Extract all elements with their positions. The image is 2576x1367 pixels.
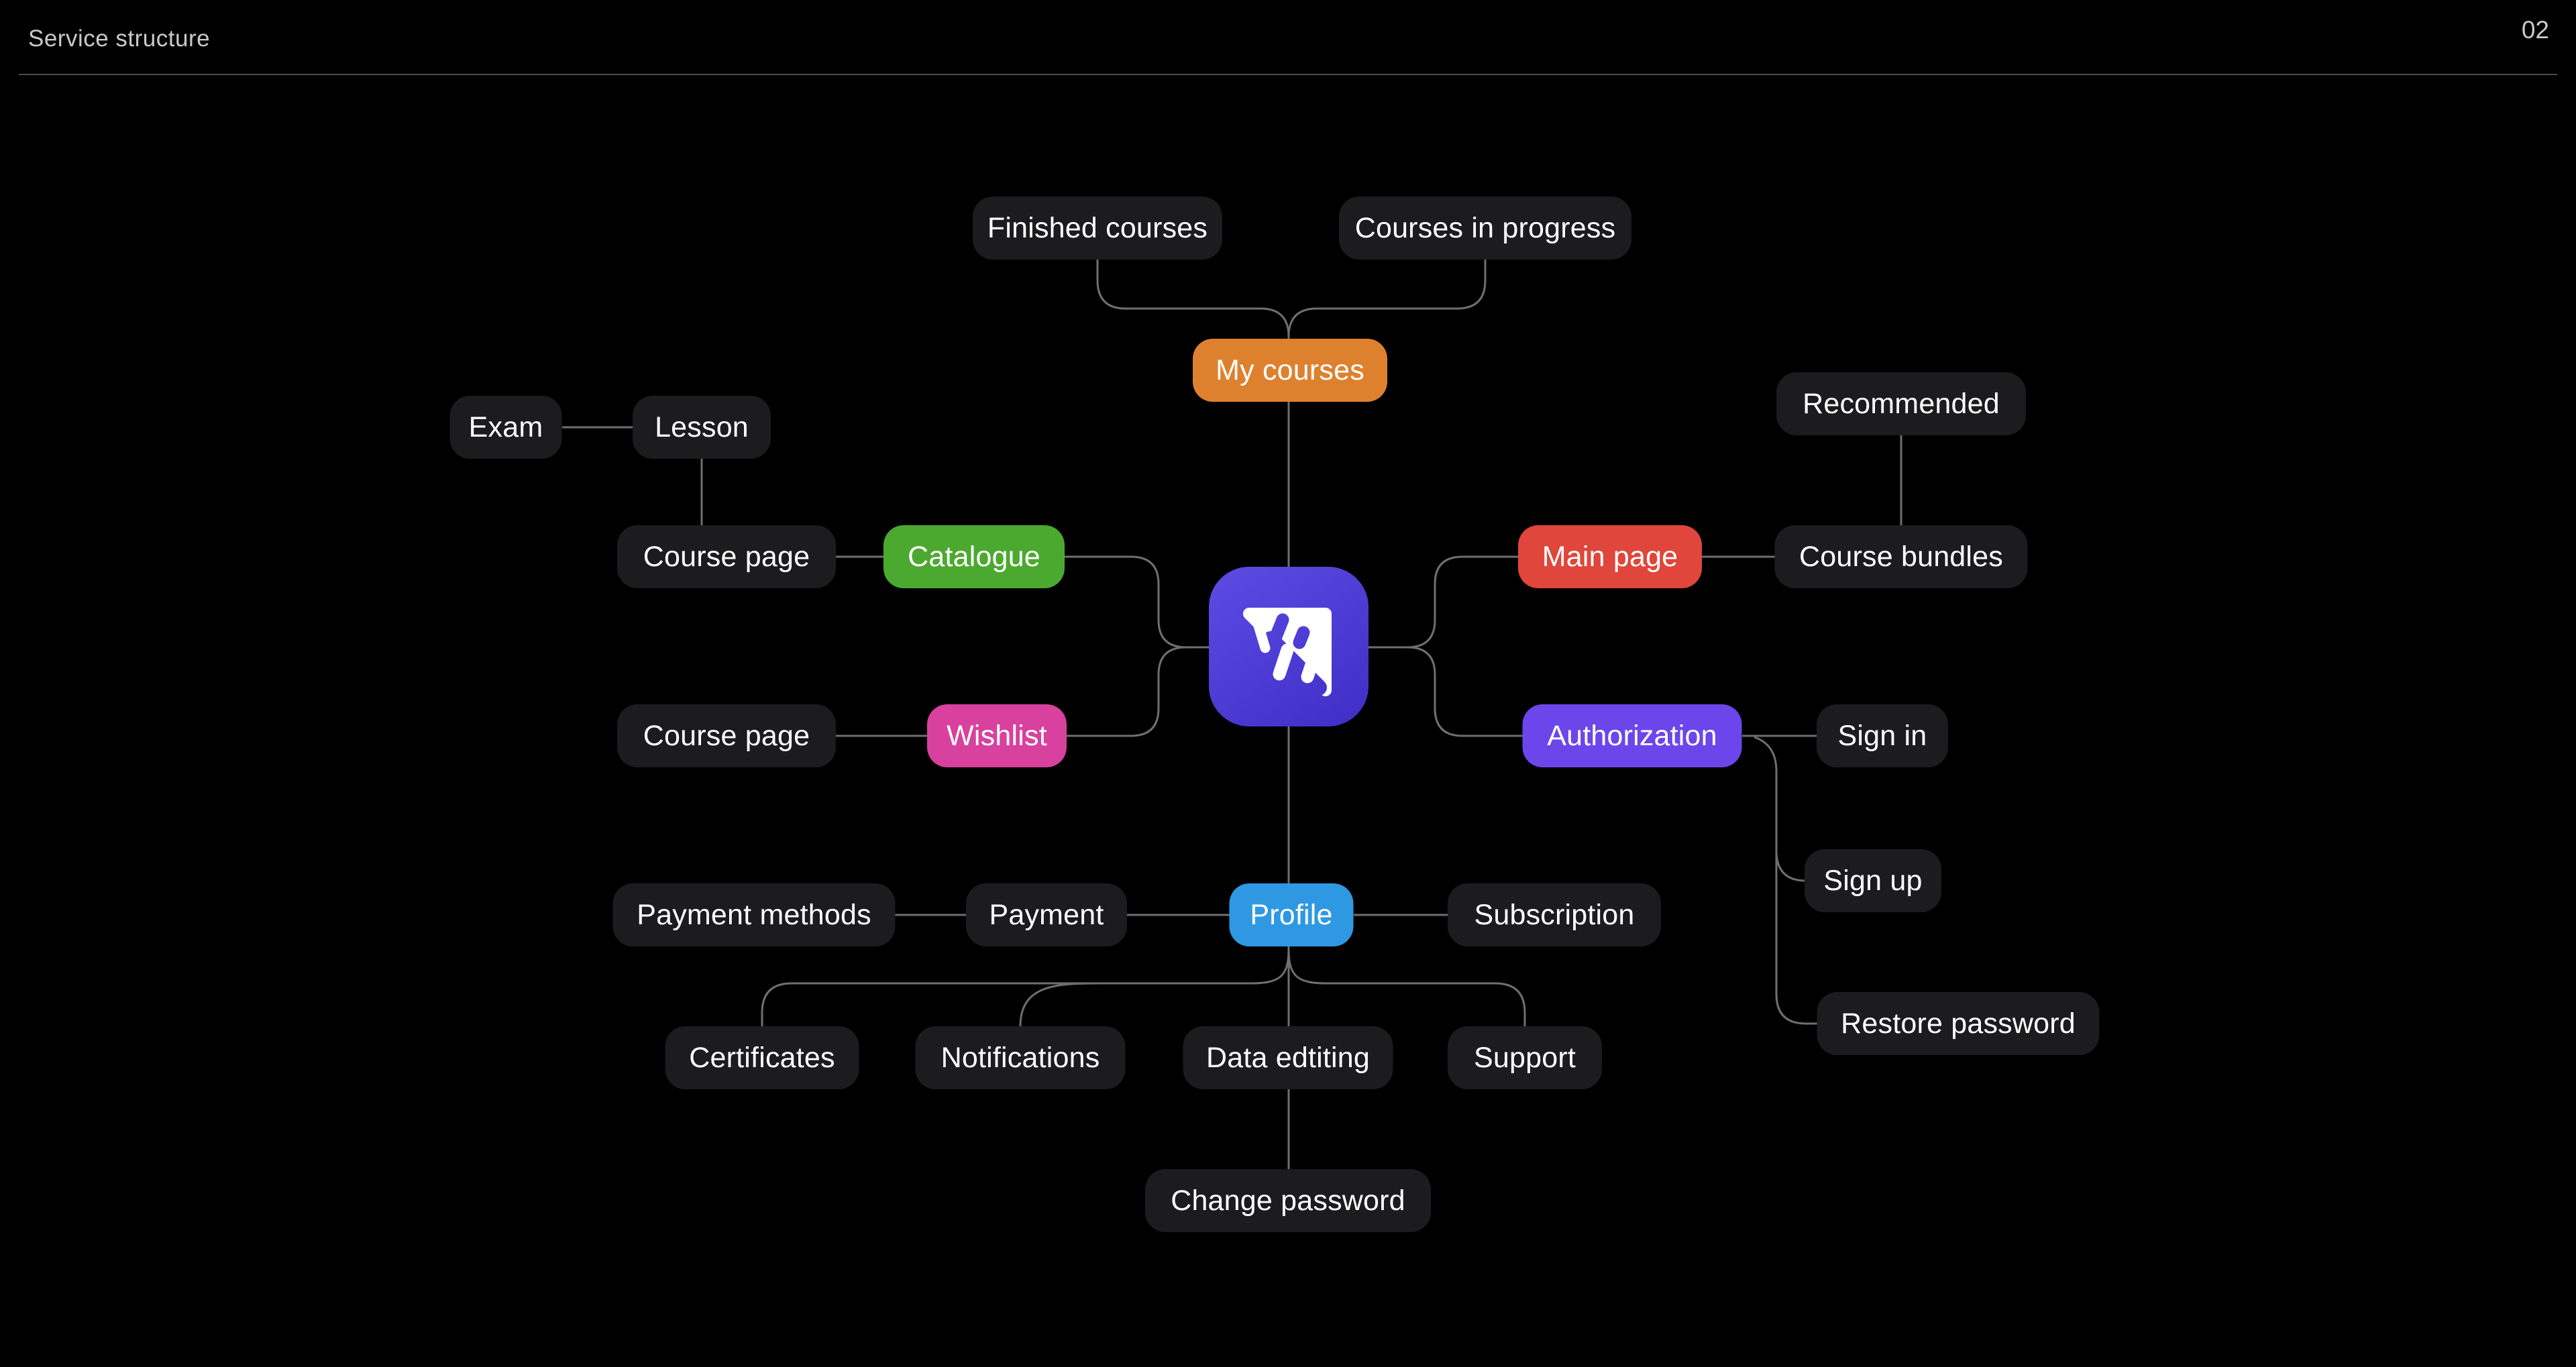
node-notifications[interactable]: Notifications [915, 1026, 1126, 1089]
node-label-lesson: Lesson [655, 411, 749, 443]
node-payment[interactable]: Payment [966, 883, 1127, 946]
node-label-notifications: Notifications [941, 1041, 1100, 1074]
central-app-node[interactable] [1209, 567, 1368, 726]
node-label-support: Support [1473, 1041, 1576, 1074]
node-label-exam: Exam [468, 411, 543, 443]
node-recommended[interactable]: Recommended [1776, 372, 2026, 435]
node-wishlist[interactable]: Wishlist [927, 704, 1067, 767]
node-label-my-courses: My courses [1216, 353, 1364, 386]
node-course-page-2[interactable]: Course page [617, 704, 836, 767]
node-sign-in[interactable]: Sign in [1817, 704, 1948, 767]
node-label-wishlist: Wishlist [947, 719, 1047, 752]
node-main-page[interactable]: Main page [1518, 525, 1702, 588]
edge-branch-to-signup [1775, 850, 1809, 882]
node-label-sign-in: Sign in [1837, 719, 1927, 752]
node-label-catalogue: Catalogue [908, 540, 1040, 573]
node-course-page-1[interactable]: Course page [617, 525, 836, 588]
edge-profile-to-support [1287, 949, 1526, 1026]
node-label-course-page-2: Course page [643, 719, 810, 752]
node-label-subscription: Subscription [1474, 898, 1635, 931]
node-label-change-password: Change password [1171, 1184, 1405, 1217]
node-my-courses[interactable]: My courses [1193, 339, 1387, 402]
node-label-payment: Payment [989, 898, 1104, 931]
edge-branch-to-notifications [1019, 982, 1101, 1027]
node-label-profile: Profile [1250, 898, 1333, 931]
node-finished-courses[interactable]: Finished courses [973, 197, 1222, 260]
rocket-logo-icon [1209, 567, 1368, 726]
node-label-recommended: Recommended [1803, 387, 2000, 420]
page-title: Service structure [28, 25, 211, 52]
header-divider [19, 74, 2557, 75]
node-label-data-editing: Data edtiting [1205, 1041, 1371, 1074]
node-label-courses-in-progress: Courses in progress [1354, 211, 1616, 244]
node-label-restore-password: Restore password [1841, 1007, 2076, 1040]
node-label-main-page: Main page [1542, 540, 1678, 573]
edge-hub-to-authorization [1368, 646, 1523, 737]
node-courses-in-progress[interactable]: Courses in progress [1339, 197, 1631, 260]
node-label-payment-methods: Payment methods [637, 898, 871, 931]
node-label-authorization: Authorization [1547, 719, 1717, 752]
node-label-course-bundles: Course bundles [1799, 540, 2003, 573]
node-sign-up[interactable]: Sign up [1805, 849, 1941, 912]
edge-catalogue-to-hub [1065, 555, 1209, 649]
node-data-editing[interactable]: Data edtiting [1183, 1026, 1393, 1089]
edge-finished-to-mycourses [1096, 260, 1290, 339]
node-authorization[interactable]: Authorization [1522, 704, 1742, 767]
node-certificates[interactable]: Certificates [665, 1026, 859, 1089]
node-change-password[interactable]: Change password [1145, 1169, 1431, 1232]
edge-profile-to-certificates [761, 949, 1290, 1026]
node-label-certificates: Certificates [689, 1041, 835, 1074]
page-header: Service structure 02 [0, 0, 2576, 80]
node-profile[interactable]: Profile [1229, 883, 1354, 946]
node-label-sign-up: Sign up [1823, 864, 1923, 897]
node-restore-password[interactable]: Restore password [1817, 992, 2100, 1055]
node-payment-methods[interactable]: Payment methods [612, 883, 896, 946]
node-course-bundles[interactable]: Course bundles [1774, 525, 2028, 588]
node-exam[interactable]: Exam [449, 396, 562, 459]
node-subscription[interactable]: Subscription [1448, 883, 1661, 946]
node-lesson[interactable]: Lesson [633, 396, 771, 459]
node-label-finished-courses: Finished courses [987, 211, 1208, 244]
node-label-course-page-1: Course page [643, 540, 810, 573]
edge-progress-to-mycourses [1287, 260, 1487, 339]
edge-wishlist-to-hub [1067, 646, 1187, 737]
page-number: 02 [2521, 16, 2549, 44]
node-support[interactable]: Support [1448, 1026, 1602, 1089]
edge-hub-to-mainpage [1368, 555, 1518, 649]
node-catalogue[interactable]: Catalogue [883, 525, 1065, 588]
